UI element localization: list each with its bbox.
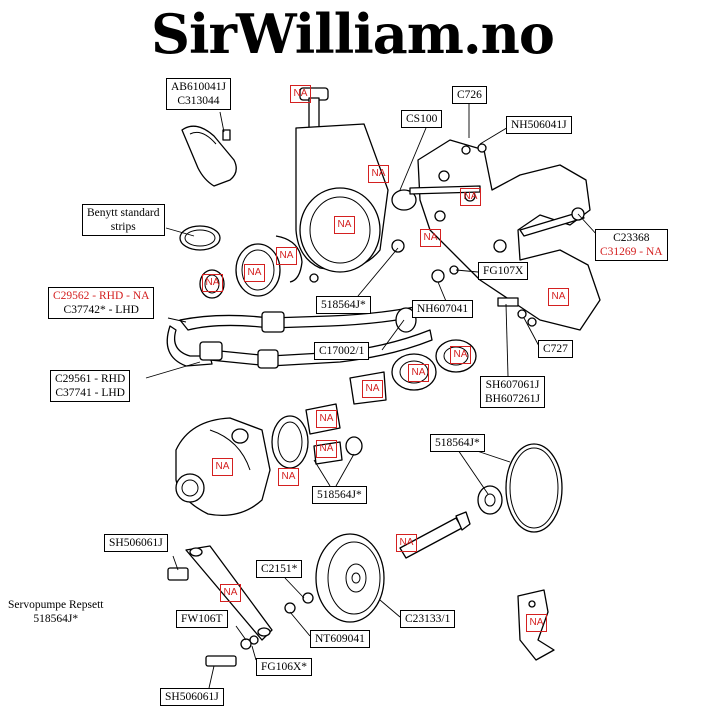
label-nt609041: NT609041 <box>310 630 370 648</box>
pump-shaft <box>399 443 563 559</box>
label-518564j-center: 518564J* <box>312 486 367 504</box>
na-marker: NA <box>460 188 481 206</box>
hoses <box>166 305 433 369</box>
label-c726: C726 <box>452 86 487 104</box>
hose-clamp-bracket <box>181 125 237 187</box>
na-marker: NA <box>548 288 569 306</box>
pulley <box>315 533 385 623</box>
na-marker: NA <box>316 410 337 428</box>
na-marker: NA <box>368 165 389 183</box>
label-c727: C727 <box>538 340 573 358</box>
label-c17002: C17002/1 <box>314 342 370 360</box>
na-marker: NA <box>290 85 311 103</box>
na-marker: NA <box>450 346 471 364</box>
label-nh607041: NH607041 <box>412 300 474 318</box>
pump-body <box>175 417 271 517</box>
small-bracket <box>517 589 555 661</box>
label-fg107x: FG107X <box>478 262 529 280</box>
label-fg106x: FG106X* <box>256 658 313 676</box>
na-marker: NA <box>420 229 441 247</box>
na-marker: NA <box>244 264 265 282</box>
na-marker: NA <box>526 614 547 632</box>
label-sh506061j-bottom: SH506061J <box>160 688 224 706</box>
hose-strip-clamp <box>179 225 221 251</box>
label-fw106t: FW106T <box>176 610 228 628</box>
na-marker: NA <box>316 440 337 458</box>
na-marker: NA <box>202 274 223 292</box>
label-518564j-right: 518564J* <box>430 434 485 452</box>
na-marker: NA <box>278 468 299 486</box>
reservoir-bottle <box>295 87 417 283</box>
label-nh506041j: NH506041J <box>506 116 572 134</box>
site-title: SirWilliam.no <box>151 2 555 66</box>
na-marker: NA <box>408 364 429 382</box>
adjusting-link <box>167 545 314 667</box>
na-marker: NA <box>212 458 233 476</box>
na-marker: NA <box>334 216 355 234</box>
na-marker: NA <box>276 247 297 265</box>
leader-lines <box>145 104 599 689</box>
na-marker: NA <box>396 534 417 552</box>
na-marker: NA <box>220 584 241 602</box>
label-c23133: C23133/1 <box>400 610 456 628</box>
na-marker: NA <box>362 380 383 398</box>
label-cs100: CS100 <box>401 110 443 128</box>
label-c2151: C2151* <box>256 560 303 578</box>
label-518564j-upper: 518564J* <box>316 296 371 314</box>
label-sh506061j-top: SH506061J <box>104 534 168 552</box>
